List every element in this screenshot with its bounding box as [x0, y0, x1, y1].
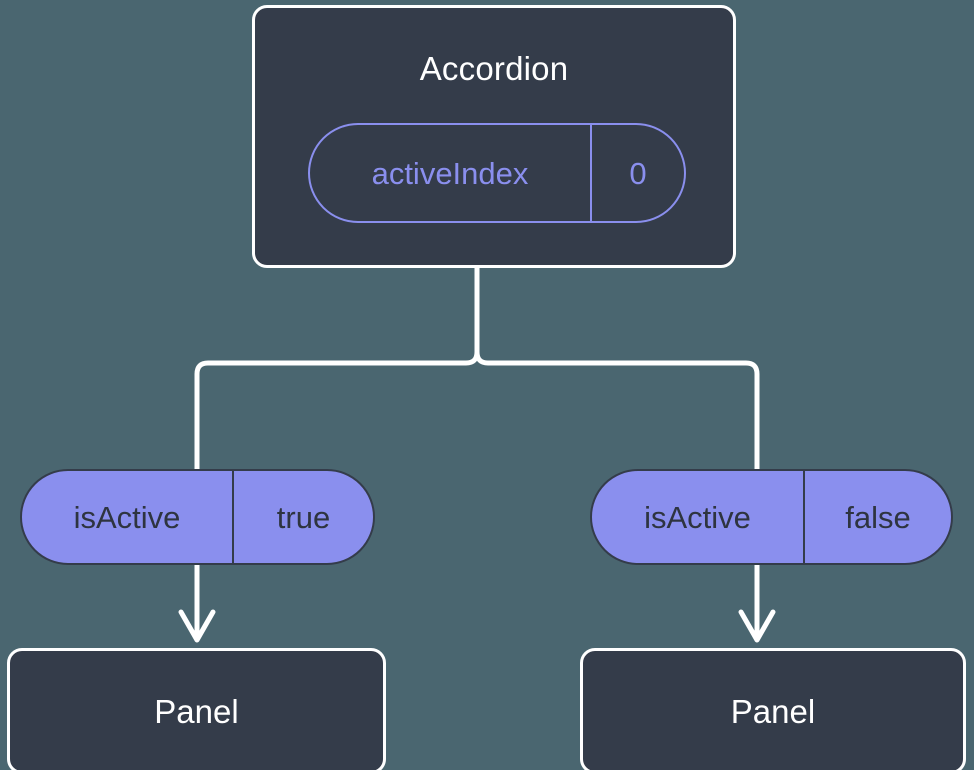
panel-node-left[interactable]: Panel: [7, 648, 386, 770]
state-badge-key: activeIndex: [310, 125, 592, 221]
prop-pill-is-active-true[interactable]: isActive true: [20, 469, 375, 565]
panel-node-right[interactable]: Panel: [580, 648, 966, 770]
arrow-left-head-icon: [178, 609, 216, 643]
state-badge-value: 0: [629, 155, 647, 191]
state-badge-active-index[interactable]: activeIndex 0: [308, 123, 686, 223]
prop-pill-key: isActive: [22, 471, 234, 563]
connector-right-branch: [474, 265, 760, 472]
panel-node-title: Panel: [730, 693, 816, 730]
arrow-right-head-icon: [738, 609, 776, 643]
accordion-node[interactable]: Accordion activeIndex 0: [252, 5, 736, 268]
prop-pill-value: false: [845, 499, 911, 535]
prop-pill-value: true: [276, 499, 331, 535]
accordion-node-title: Accordion: [419, 50, 569, 87]
panel-node-title: Panel: [154, 693, 239, 730]
connector-left-branch: [194, 265, 480, 472]
prop-pill-key: isActive: [592, 471, 805, 563]
prop-pill-is-active-false[interactable]: isActive false: [590, 469, 953, 565]
